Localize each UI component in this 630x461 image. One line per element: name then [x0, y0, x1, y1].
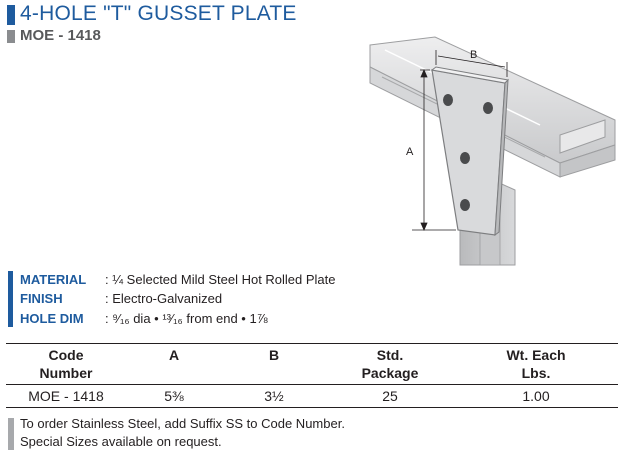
spec-label: HOLE DIM — [20, 311, 84, 326]
product-table: Code Number A B Std. Package Wt. Each Lb… — [6, 343, 618, 408]
header-line: Wt. Each — [506, 347, 566, 363]
header-line: A — [168, 347, 180, 363]
spec-value: : Electro-Galvanized — [105, 291, 223, 306]
table-header-row: Code Number A B Std. Package Wt. Each Lb… — [6, 343, 618, 385]
dimension-a-label: A — [406, 146, 414, 158]
spec-label: FINISH — [20, 291, 63, 306]
header-line: B — [268, 347, 280, 363]
column-header-package: Std. Package — [326, 343, 454, 385]
column-header-code: Code Number — [6, 343, 126, 385]
note-special-sizes: Special Sizes available on request. — [20, 434, 222, 449]
dimension-lines — [412, 50, 508, 232]
cell-b: 3½ — [222, 384, 326, 408]
header-line: Package — [361, 365, 419, 381]
header-line: Std. — [376, 347, 404, 363]
column-header-a: A — [126, 343, 222, 385]
subtitle-accent-bar — [7, 30, 15, 43]
spec-value: : ⁹⁄₁₆ dia • ¹³⁄₁₆ from end • 1⅞ — [105, 311, 268, 326]
cell-package: 25 — [326, 384, 454, 408]
note-stainless: To order Stainless Steel, add Suffix SS … — [20, 416, 345, 431]
header-line — [126, 364, 222, 382]
column-header-weight: Wt. Each Lbs. — [454, 343, 618, 385]
spec-accent-bar — [8, 271, 13, 327]
header-line: Code — [48, 347, 84, 363]
cell-weight: 1.00 — [454, 384, 618, 408]
part-number: MOE - 1418 — [20, 27, 101, 44]
header-line: Number — [39, 365, 93, 381]
column-header-b: B — [222, 343, 326, 385]
gusset-plate-illustration: A B — [369, 36, 616, 266]
spec-value: : ¼ Selected Mild Steel Hot Rolled Plate — [105, 272, 336, 287]
spec-label: MATERIAL — [20, 272, 87, 287]
dimension-b-label: B — [470, 49, 477, 61]
cell-a: 5⅜ — [126, 384, 222, 408]
table-row: MOE - 1418 5⅜ 3½ 25 1.00 — [6, 384, 618, 408]
page-title: 4-HOLE "T" GUSSET PLATE — [20, 2, 297, 25]
gusset-plate — [430, 66, 510, 237]
header-line: Lbs. — [521, 365, 551, 381]
note-accent-bar — [8, 418, 14, 450]
cell-code: MOE - 1418 — [6, 384, 126, 408]
title-accent-bar — [7, 5, 15, 25]
header-line — [222, 364, 326, 382]
